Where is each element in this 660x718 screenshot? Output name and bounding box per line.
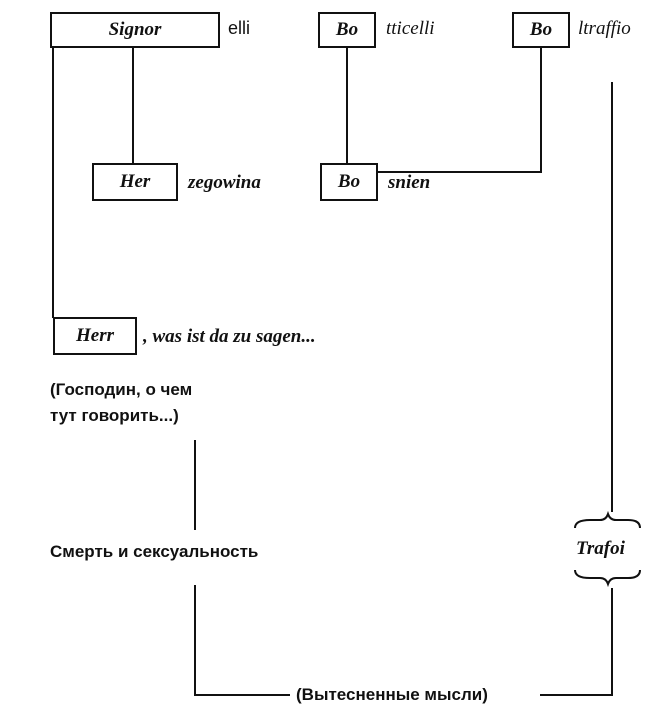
herzegowina-suffix: zegowina xyxy=(188,172,261,193)
line-theme-repressed xyxy=(194,585,290,696)
repressed-thoughts-label: (Вытесненные мысли) xyxy=(296,685,488,704)
bosnien-box: Bo xyxy=(320,163,378,201)
botticelli-prefix: Bo xyxy=(335,19,359,40)
herr-suffix: , was ist da zu sagen... xyxy=(143,326,316,347)
herr-prefix: Herr xyxy=(76,325,114,346)
signorelli-prefix: Signor xyxy=(108,19,162,40)
trafoi-brace-top xyxy=(574,510,641,529)
line-trafoi-repressed xyxy=(540,588,613,696)
signorelli-box: Signor xyxy=(50,12,220,48)
bosnien-suffix: snien xyxy=(388,172,431,193)
translation-line-1: (Господин, о чем xyxy=(50,380,193,399)
trafoi-label: Trafoi xyxy=(576,538,625,559)
theme-label: Смерть и сексуальность xyxy=(50,542,259,561)
trafoi-brace-bottom xyxy=(574,569,641,588)
signorelli-suffix: elli xyxy=(228,18,251,38)
boltraffio-suffix: ltraffio xyxy=(578,18,631,39)
herzegowina-box: Her xyxy=(92,163,178,201)
boltraffio-box: Bo xyxy=(512,12,570,48)
boltraffio-prefix: Bo xyxy=(529,19,553,40)
botticelli-suffix: tticelli xyxy=(386,18,435,39)
translation-line-2: тут говорить...) xyxy=(50,406,179,425)
herr-box: Herr xyxy=(53,317,137,355)
bosnien-prefix: Bo xyxy=(337,171,361,192)
herzegowina-prefix: Her xyxy=(119,171,151,192)
line-boltraffio-bosnien xyxy=(378,48,542,173)
botticelli-box: Bo xyxy=(318,12,376,48)
